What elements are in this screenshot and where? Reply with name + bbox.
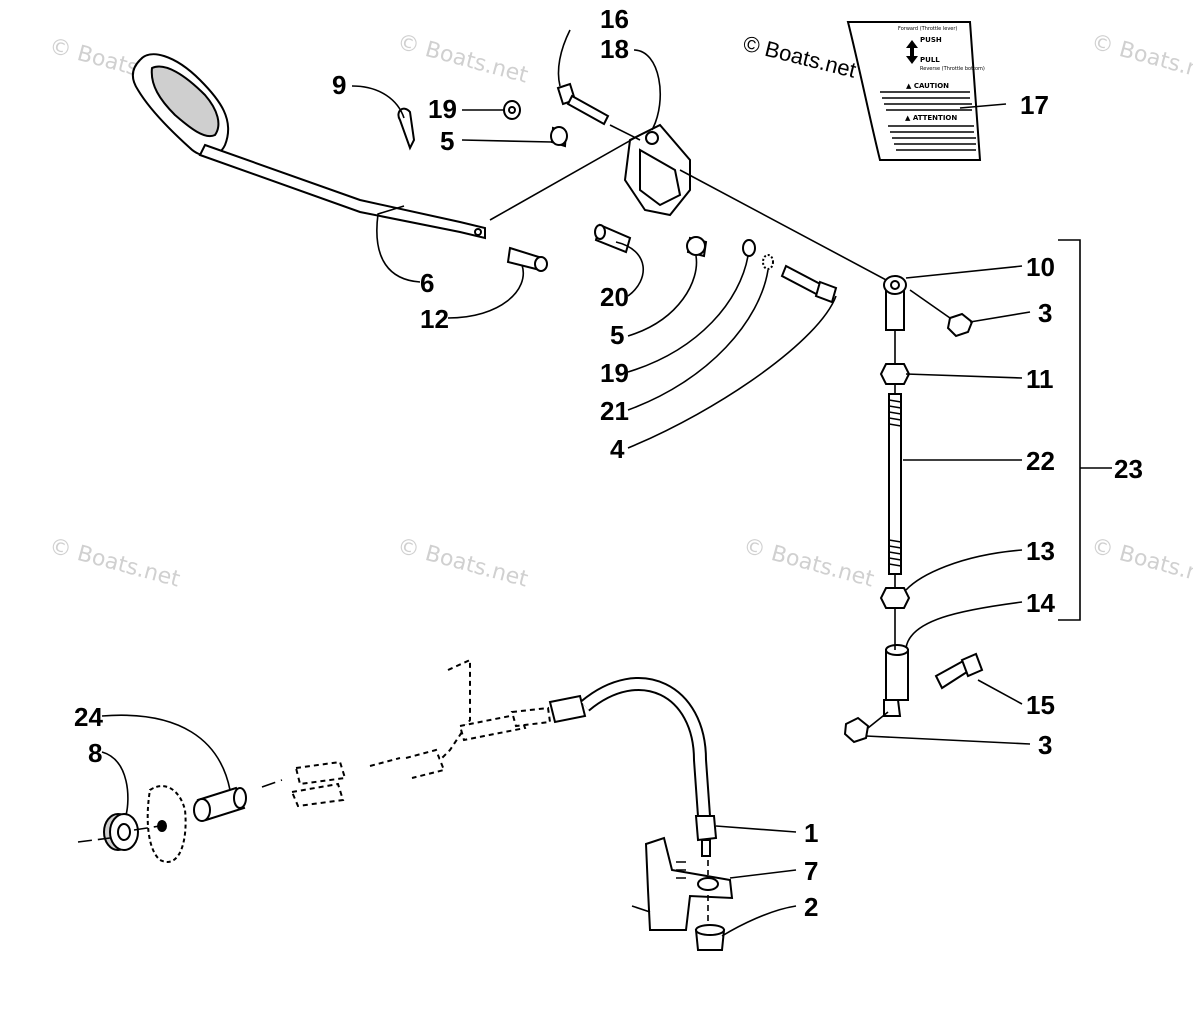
assembly-line [631, 905, 651, 913]
sensor-bracket-7 [644, 836, 734, 931]
callout-11: 11 [1026, 364, 1054, 394]
decal-reverse: Reverse (Throttle bottom) [920, 66, 985, 72]
assembly-line [909, 289, 951, 319]
nut-11 [879, 363, 911, 385]
connector [548, 694, 587, 724]
grommet-2 [694, 924, 726, 951]
watermark: © Boats.net [46, 534, 182, 593]
bushing-lower [686, 236, 708, 258]
bolt-4 [780, 264, 838, 304]
assembly-line [679, 169, 891, 283]
callout-4: 4 [610, 434, 625, 464]
bushing-top [550, 126, 568, 148]
bolt-16 [556, 82, 610, 126]
callout-20: 20 [600, 282, 629, 312]
callout-14: 14 [1026, 588, 1055, 618]
assembly-line [77, 779, 283, 843]
callout-13: 13 [1026, 536, 1055, 566]
callout-5-top: 5 [440, 126, 454, 156]
rod-end-10 [883, 275, 907, 331]
assembly-line [609, 124, 641, 141]
washer-lower [742, 239, 756, 257]
callouts: 16 18 9 19 5 17 6 12 20 5 19 21 4 10 3 1… [74, 4, 1143, 922]
decal-attention: ▲ ATTENTION [905, 114, 957, 122]
callout-2: 2 [804, 892, 818, 922]
decal-caution: ▲ CAUTION [906, 82, 949, 90]
group-bracket [1058, 239, 1081, 621]
callout-17: 17 [1020, 90, 1049, 120]
spacer-20 [594, 223, 632, 254]
callout-24: 24 [74, 702, 103, 732]
rod-end-14 [883, 644, 909, 717]
credit-text: © Boats.net [741, 31, 859, 83]
watermark: © Boats.net [394, 534, 530, 593]
callout-22: 22 [1026, 446, 1055, 476]
callout-23: 23 [1114, 454, 1143, 484]
decal-text-lines [888, 125, 976, 151]
callout-6: 6 [420, 268, 434, 298]
callout-9: 9 [332, 70, 346, 100]
warning-decal: Forward (Throttle lever) PUSH PULL Rever… [846, 21, 985, 161]
callout-1: 1 [804, 818, 818, 848]
callout-15: 15 [1026, 690, 1055, 720]
sensor-1 [694, 815, 718, 857]
callout-3-top: 3 [1038, 298, 1052, 328]
bolt-15 [934, 652, 984, 690]
switch-plate [146, 785, 187, 863]
lock-washer [762, 254, 774, 270]
watermark: © Boats.net [1088, 30, 1193, 89]
watermark: © Boats.net [1088, 534, 1193, 593]
assembly-line [867, 711, 889, 729]
watermark: © Boats.net [740, 534, 876, 593]
decal-pull: PULL [920, 56, 940, 64]
leader-lines [101, 29, 1031, 937]
switch-nut-8 [103, 813, 139, 851]
callout-8: 8 [88, 738, 102, 768]
callout-19-top: 19 [428, 94, 457, 124]
sensor-cable [580, 677, 711, 817]
callout-18: 18 [600, 34, 629, 64]
decal-forward: Forward (Throttle lever) [898, 26, 957, 32]
callout-3-bottom: 3 [1038, 730, 1052, 760]
pivot-bracket [623, 123, 691, 217]
nut-3-bottom [843, 716, 870, 744]
wire-harness [290, 658, 552, 808]
callout-16: 16 [600, 4, 629, 34]
washer-top [503, 100, 521, 120]
callout-5-lower: 5 [610, 320, 624, 350]
decal-text-lines [880, 91, 972, 111]
decal-arrow-icon [906, 40, 918, 64]
nut-3-top [946, 312, 974, 338]
callout-12: 12 [420, 304, 449, 334]
callout-10: 10 [1026, 252, 1055, 282]
threaded-rod-22 [888, 393, 902, 575]
callout-21: 21 [600, 396, 629, 426]
throttle-lever [132, 53, 486, 240]
callout-7: 7 [804, 856, 818, 886]
decal-push: PUSH [920, 36, 942, 44]
nut-13 [879, 587, 911, 609]
switch-24 [193, 786, 247, 822]
callout-19-lower: 19 [600, 358, 629, 388]
cotter-pin [397, 107, 416, 151]
watermark: © Boats.net [394, 30, 530, 89]
assembly-line [489, 134, 641, 221]
lever-pin [506, 246, 548, 272]
